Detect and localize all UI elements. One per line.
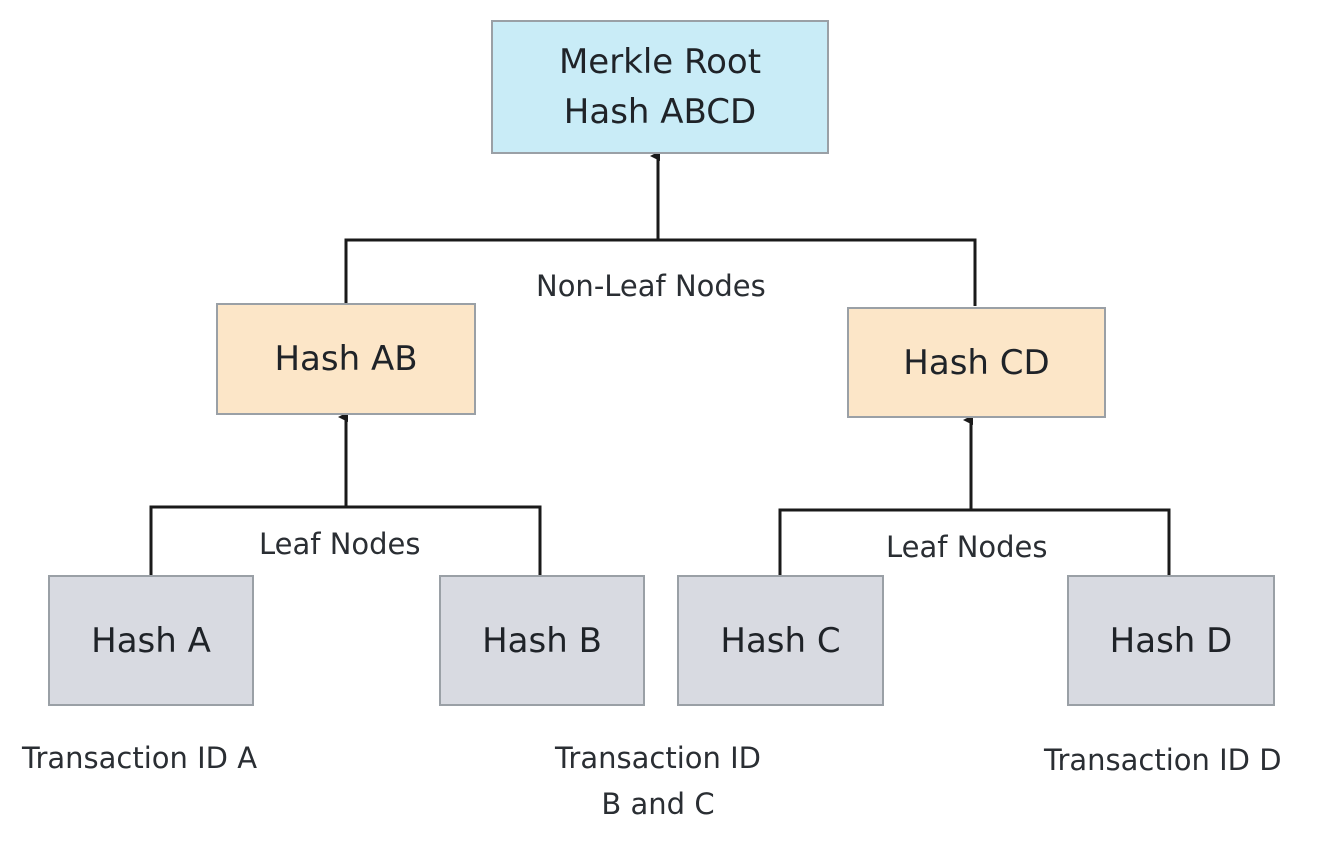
merkle-root-title: Merkle Root xyxy=(558,42,762,82)
hash-cd-label: Hash CD xyxy=(903,342,1050,383)
hash-b-label: Hash B xyxy=(482,620,602,661)
hash-a-label: Hash A xyxy=(91,620,211,661)
transaction-id-d-caption: Transaction ID D xyxy=(1044,743,1282,777)
hash-d-node: Hash D xyxy=(1067,575,1275,706)
non-leaf-nodes-label: Non-Leaf Nodes xyxy=(536,269,766,303)
merkle-root-hash: Hash ABCD xyxy=(563,92,757,132)
hash-b-node: Hash B xyxy=(439,575,645,706)
transaction-id-bc-line2: B and C xyxy=(601,787,715,821)
hash-d-label: Hash D xyxy=(1109,620,1233,661)
hash-cd-node: Hash CD xyxy=(847,307,1106,418)
transaction-id-bc-caption: Transaction ID B and C xyxy=(510,735,806,827)
hash-ab-label: Hash AB xyxy=(274,339,418,379)
connector-c-d-to-cd xyxy=(778,508,1171,575)
hash-c-label: Hash C xyxy=(720,620,841,661)
connector-ab-cd-to-root xyxy=(344,238,977,306)
hash-ab-node: Hash AB xyxy=(216,303,476,415)
merkle-root-node: Merkle Root Hash ABCD xyxy=(491,20,829,154)
leaf-nodes-label-right: Leaf Nodes xyxy=(886,530,1048,564)
transaction-id-bc-line1: Transaction ID xyxy=(554,741,761,775)
leaf-nodes-label-left: Leaf Nodes xyxy=(259,527,421,561)
hash-c-node: Hash C xyxy=(677,575,884,706)
transaction-id-a-caption: Transaction ID A xyxy=(22,741,258,775)
hash-a-node: Hash A xyxy=(48,575,254,706)
